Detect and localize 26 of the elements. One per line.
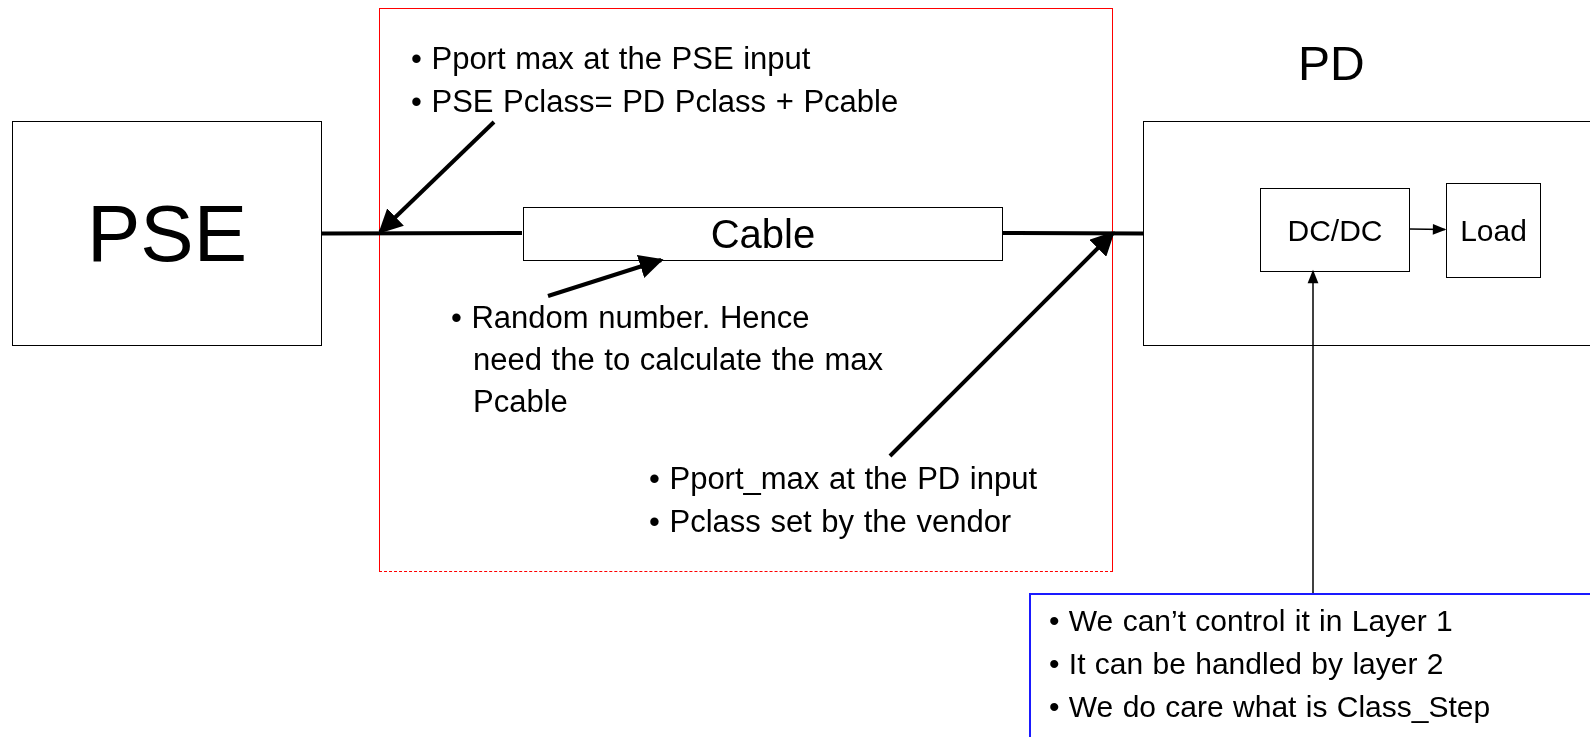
arrow: [378, 120, 496, 234]
bullet-note: • We can’t control it in Layer 1: [1049, 603, 1453, 639]
arrow: [888, 231, 1115, 458]
bullet-note: • Pport_max at the PD input: [649, 460, 1038, 498]
block-heading: PD: [1298, 36, 1365, 91]
bullet-note: • Random number. Hence need the to calculate the max Pcable: [451, 299, 884, 421]
block-box: [523, 207, 1003, 261]
block-label: Cable: [710, 212, 816, 256]
bullet-note: • We do care what is Class_Step: [1049, 689, 1491, 725]
arrow: [1408, 223, 1447, 235]
block-box: [1446, 183, 1541, 278]
bullet-note: • Pclass set by the vendor: [649, 503, 1012, 541]
cable-line: [322, 231, 522, 236]
block-label: DC/DC: [1287, 213, 1383, 247]
block-box: [1260, 188, 1410, 272]
block-label: PSE: [86, 189, 248, 278]
arrow: [547, 255, 664, 298]
bullet-note: • PSE Pclass= PD Pclass + Pcable: [411, 83, 899, 121]
note-box: [1029, 593, 1590, 737]
block-label: Load: [1460, 214, 1527, 247]
arrow: [1307, 269, 1319, 594]
bullet-note: • It can be handled by layer 2: [1049, 646, 1444, 682]
cable-line: [1002, 231, 1143, 236]
bullet-note: • Pport max at the PSE input: [411, 40, 811, 78]
block-box: [12, 121, 322, 346]
dashed-frame: [379, 8, 1113, 572]
